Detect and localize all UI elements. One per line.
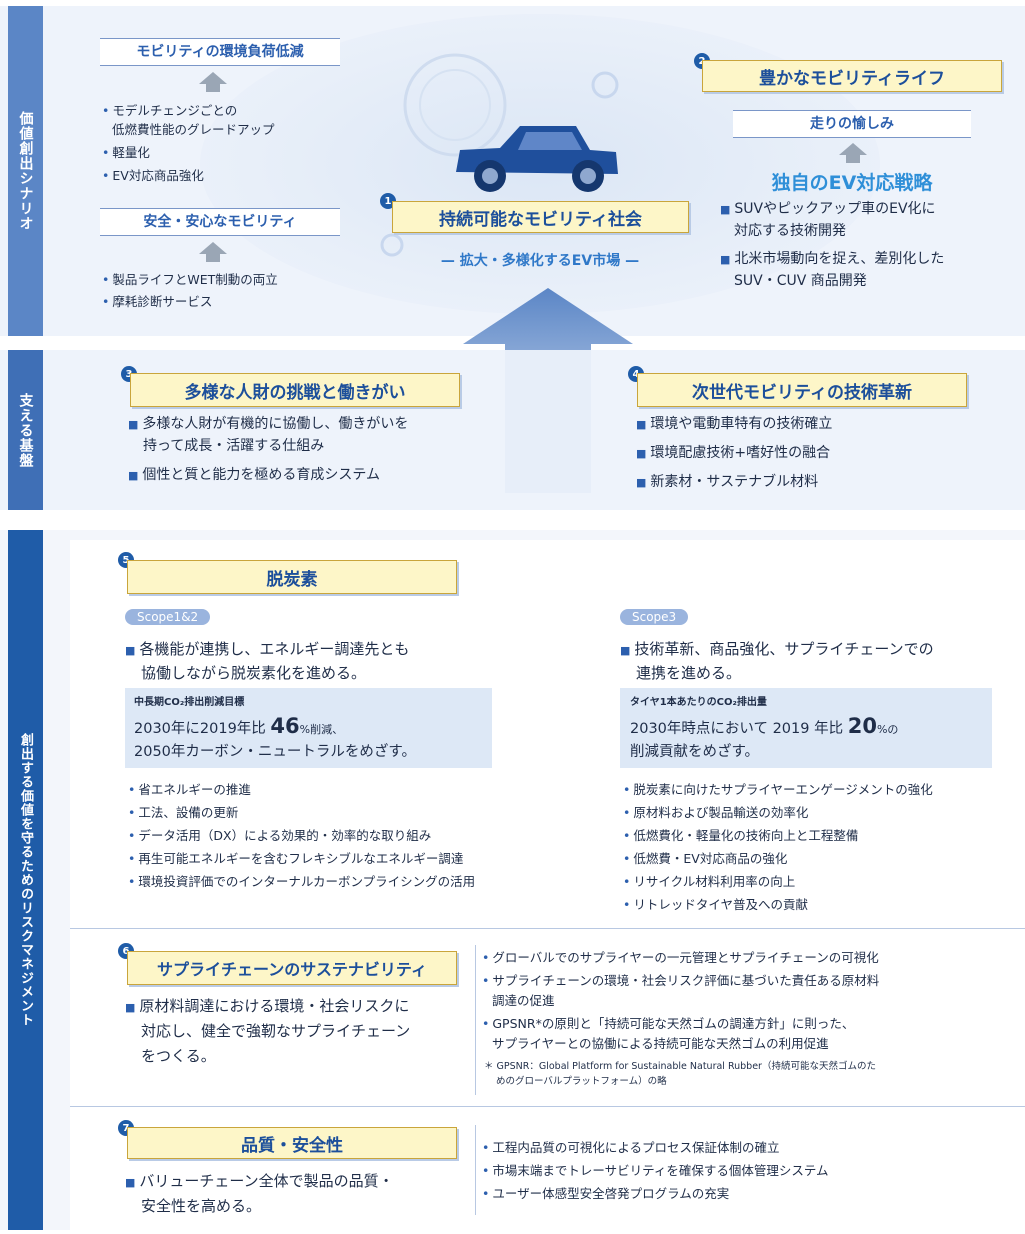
ev-strategy-heading: 独自のEV対応戦略 <box>771 172 933 194</box>
scope3-box-line1: 2030年時点において 2019 年比 20%の <box>630 714 899 738</box>
desc-6-1: 原材料調達における環境・社会リスクに <box>125 994 409 1020</box>
title-box-3: 多様な人財の挑戦と働きがい <box>130 373 460 407</box>
item-6-2: サプライチェーンの環境・社会リスク評価に基づいた責任ある原材料 <box>482 971 879 990</box>
item-7-1: 工程内品質の可視化によるプロセス保証体制の確立 <box>482 1138 779 1157</box>
header-driving-joy: 走りの愉しみ <box>733 110 971 138</box>
left-item-1b: 低燃費性能のグレードアップ <box>112 122 275 137</box>
desc-7-1: バリューチェーン全体で製品の品質・ <box>125 1169 393 1195</box>
item-3-1b: 持って成長・活躍する仕組み <box>143 438 325 454</box>
big-up-arrow-overlay <box>505 350 591 493</box>
left-item-4: 製品ライフとWET制動の両立 <box>102 270 277 289</box>
center-title-box: 持続可能なモビリティ社会 <box>392 201 689 233</box>
title-box-4: 次世代モビリティの技術革新 <box>637 373 967 407</box>
item-7-3: ユーザー体感型安全啓発プログラムの充実 <box>482 1184 729 1203</box>
scope3-target-box <box>620 688 992 768</box>
arrow-up-stem <box>206 84 220 92</box>
divider-2 <box>70 1106 1025 1107</box>
desc-7-2: 安全性を高める。 <box>141 1197 262 1215</box>
right-item-1b: 対応する技術開発 <box>734 223 846 239</box>
note-6-2: めのグローバルプラットフォーム）の略 <box>496 1076 667 1087</box>
scope12-pill: Scope1&2 <box>125 609 211 625</box>
scope12-46-value: 46 <box>270 714 300 738</box>
scope12-item-4: 再生可能エネルギーを含むフレキシブルなエネルギー調達 <box>128 849 463 868</box>
scope12-item-1: 省エネルギーの推進 <box>128 780 251 799</box>
item-4-3: 新素材・サステナブル材料 <box>636 472 818 493</box>
item-6-3: GPSNR*の原則と「持続可能な天然ゴムの調達方針」に則った、 <box>482 1014 854 1033</box>
item-4-2: 環境配慮技術+嗜好性の融合 <box>636 443 830 464</box>
scope3-item-6: リトレッドタイヤ普及への貢献 <box>623 895 808 914</box>
center-subtitle: — 拡大・多様化するEV市場 — <box>440 253 640 269</box>
arrow-up-icon-3 <box>839 143 867 155</box>
scope3-desc-1: 技術革新、商品強化、サプライチェーンでの <box>620 637 933 663</box>
scope3-20-value: 20 <box>847 714 877 738</box>
scope12-box-line2: 2050年カーボン・ニュートラルをめざす。 <box>134 744 416 760</box>
left-item-2: 軽量化 <box>102 143 150 162</box>
arrow-up-stem-2 <box>206 254 220 262</box>
header-env-load: モビリティの環境負荷低減 <box>100 38 340 66</box>
arrow-up-icon <box>199 72 227 84</box>
scope3-item-1: 脱炭素に向けたサプライヤーエンゲージメントの強化 <box>623 780 932 799</box>
item-3-1: 多様な人財が有機的に協働し、働きがいを <box>128 414 408 435</box>
scope12-item-2: 工法、設備の更新 <box>128 803 238 822</box>
scope12-item-3: データ活用（DX）による効果的・効率的な取り組み <box>128 826 431 845</box>
title-box-6: サプライチェーンのサステナビリティ <box>127 951 457 985</box>
side-label-foundation: 支える基盤 <box>8 350 43 510</box>
side-label-scenario: 価値創出シナリオ <box>8 6 43 336</box>
scope3-box-line2: 削減貢献をめざす。 <box>630 744 760 760</box>
desc-6-3: をつくる。 <box>141 1047 216 1065</box>
item-6-3b: サプライヤーとの協働による持続可能な天然ゴムの利用促進 <box>492 1036 829 1051</box>
left-item-1: モデルチェンジごとの <box>102 101 237 120</box>
title-box-7: 品質・安全性 <box>127 1127 457 1159</box>
decor-rings <box>380 53 619 257</box>
desc-6-2: 対応し、健全で強靭なサプライチェーン <box>141 1022 411 1040</box>
pickup-truck-icon <box>456 126 618 192</box>
side-label-risk: 創出する価値を守るためのリスクマネジメント <box>8 530 43 1230</box>
right-title-box: 豊かなモビリティライフ <box>702 60 1002 92</box>
scope3-item-5: リサイクル材料利用率の向上 <box>623 872 795 891</box>
arrow-up-stem-3 <box>846 155 860 163</box>
item-6-2b: 調達の促進 <box>492 993 555 1008</box>
right-item-2b: SUV・CUV 商品開発 <box>734 273 867 289</box>
note-6-1: ＊ GPSNR：Global Platform for Sustainable … <box>484 1061 876 1072</box>
scope12-target-box <box>125 688 492 768</box>
right-item-1: SUVやピックアップ車のEV化に <box>720 199 935 220</box>
item-6-1: グローバルでのサプライヤーの一元管理とサプライチェーンの可視化 <box>482 948 878 967</box>
item-3-2: 個性と質と能力を極める育成システム <box>128 465 380 486</box>
scope3-box-label: タイヤ1本あたりのCO₂排出量 <box>630 697 767 708</box>
scope3-item-3: 低燃費化・軽量化の技術向上と工程整備 <box>623 826 858 845</box>
scope12-box-line1: 2030年に2019年比 46%削減、 <box>134 714 344 738</box>
arrow-up-icon-2 <box>199 242 227 254</box>
item-7-2: 市場末端までトレーサビリティを確保する個体管理システム <box>482 1161 828 1180</box>
divider-vertical-6 <box>475 945 476 1095</box>
divider-1 <box>70 928 1025 929</box>
divider-vertical-7 <box>475 1125 476 1215</box>
scope3-item-4: 低燃費・EV対応商品の強化 <box>623 849 787 868</box>
scope12-box-label: 中長期CO₂排出削減目標 <box>134 697 245 708</box>
header-safe-mobility: 安全・安心なモビリティ <box>100 208 340 236</box>
scope12-item-5: 環境投資評価でのインターナルカーボンプライシングの活用 <box>128 872 475 891</box>
title-box-5: 脱炭素 <box>127 560 457 594</box>
scope12-desc-1: 各機能が連携し、エネルギー調達先とも <box>125 637 409 663</box>
item-4-1: 環境や電動車特有の技術確立 <box>636 414 832 435</box>
scope3-desc-2: 連携を進める。 <box>636 664 742 682</box>
left-item-3: EV対応商品強化 <box>102 166 203 185</box>
scope12-desc-2: 協働しながら脱炭素化を進める。 <box>141 664 367 682</box>
scope3-item-2: 原材料および製品輸送の効率化 <box>623 803 808 822</box>
scope3-pill: Scope3 <box>620 609 689 625</box>
left-item-5: 摩耗診断サービス <box>102 292 212 311</box>
right-item-2: 北米市場動向を捉え、差別化した <box>720 249 944 270</box>
